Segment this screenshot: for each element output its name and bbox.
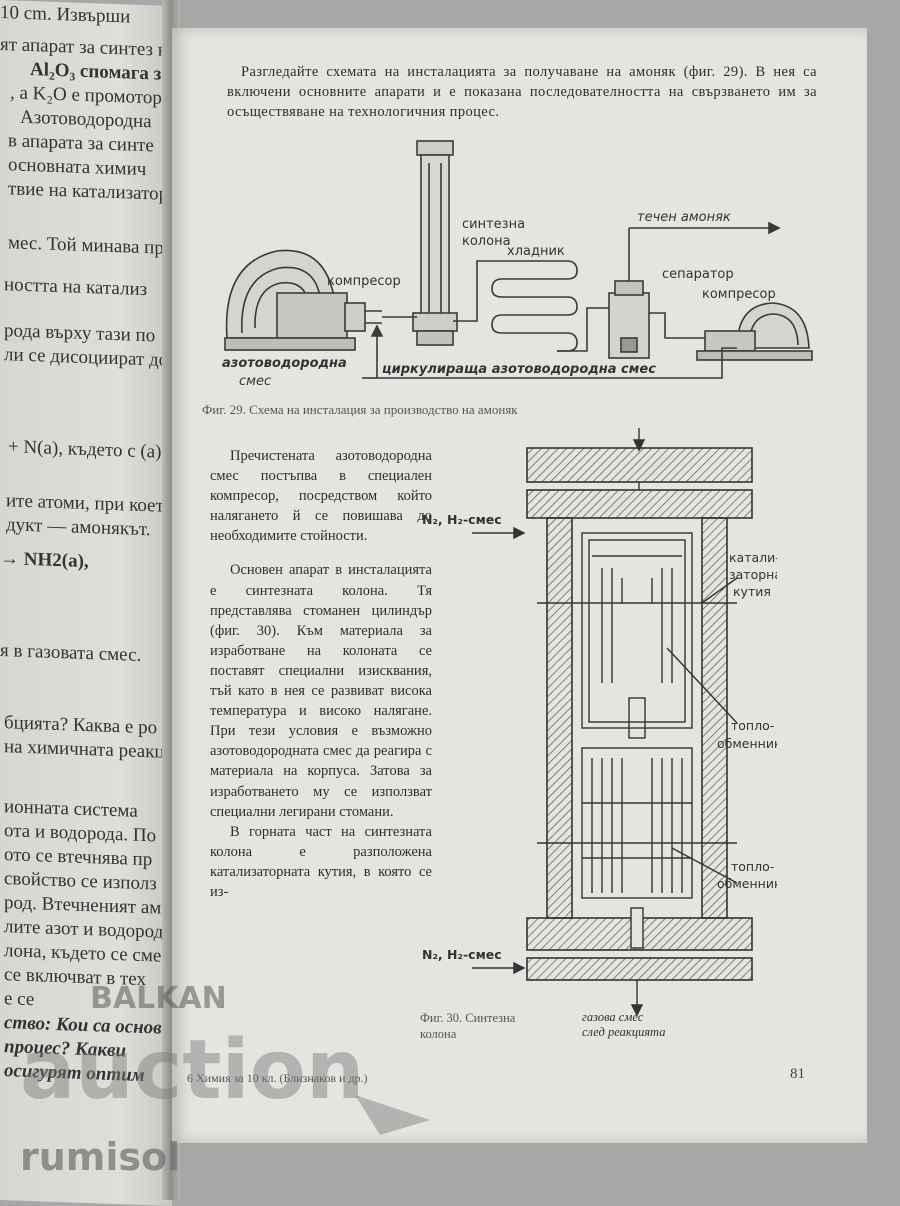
synthesis-column-drawing bbox=[412, 140, 458, 346]
left-text-line: ота и водорода. По bbox=[4, 820, 157, 847]
figure-30-synthesis-column: N₂, H₂-смес N₂, H₂-смес катали- заторна … bbox=[422, 428, 777, 1017]
left-text-line: 10 cm. Извърши bbox=[0, 2, 131, 28]
body-paragraph-3: В горната част на синтезната колона е ра… bbox=[210, 823, 432, 900]
left-text-line: ото се втечнява пр bbox=[4, 844, 153, 871]
left-text-line: процес? Какви bbox=[4, 1036, 127, 1062]
label-outlet-2: след реакцията bbox=[582, 1025, 666, 1039]
separator-drawing bbox=[608, 228, 650, 359]
left-text-line: ят апарат за синтез н bbox=[0, 34, 168, 61]
label-cooler: хладник bbox=[507, 244, 565, 259]
body-paragraph-1: Пречистената азотоводородна смес постъпв… bbox=[210, 448, 432, 545]
label-heat-exchanger-upper-2: обменник bbox=[717, 736, 777, 751]
left-text-line: осигурят оптим bbox=[4, 1060, 145, 1087]
left-text-line: , а K₂O е промотор bbox=[10, 82, 162, 109]
label-feed-mix: азотоводородна bbox=[222, 356, 347, 371]
left-text-line: ността на катализ bbox=[4, 274, 148, 301]
left-text-line: на химичната реакц bbox=[4, 736, 165, 763]
label-compressor-right: компресор bbox=[702, 287, 776, 302]
label-compressor-left: компресор bbox=[327, 274, 401, 289]
label-outlet: газова смес след реакцията bbox=[582, 1010, 665, 1040]
intro-paragraph: Разгледайте схемата на инсталацията за п… bbox=[227, 64, 817, 120]
left-text-line: свойство се използ bbox=[4, 868, 157, 895]
left-text-line: → NH2(a), bbox=[0, 548, 89, 573]
right-compressor-drawing bbox=[649, 302, 813, 361]
left-text-line: в апарата за синте bbox=[8, 130, 154, 157]
left-text-line: дукт — амонякът. bbox=[6, 514, 151, 541]
left-text-line: Al₂O₃ спомага за bbox=[30, 59, 171, 85]
left-text-line: Азотоводородна bbox=[20, 106, 152, 133]
left-text-line: я в газовата смес. bbox=[0, 640, 142, 666]
body-paragraph-2: Основен апарат в инсталацията е синтезна… bbox=[210, 562, 432, 820]
body-text-column: Пречистената азотоводородна смес постъпв… bbox=[210, 446, 432, 902]
left-text-line: мес. Той минава пре bbox=[8, 232, 172, 260]
cooler-coil-drawing bbox=[491, 260, 609, 352]
label-liquid-ammonia: течен амоняк bbox=[637, 210, 731, 225]
left-text-line: рода върху тази по bbox=[4, 320, 156, 347]
left-text-line: лите азот и водород bbox=[4, 916, 164, 943]
figure-30-caption: Фиг. 30. Синтезна колона bbox=[420, 1010, 530, 1042]
label-catalyst-box-3: кутия bbox=[733, 584, 771, 599]
left-text-line: род. Втечненият амо bbox=[4, 892, 171, 919]
left-text-line: твие на катализатор bbox=[8, 178, 169, 205]
left-text-line: е се bbox=[4, 988, 35, 1011]
left-text-line: лона, където се смес bbox=[4, 940, 171, 967]
label-feed-mix-2: смес bbox=[239, 374, 271, 389]
left-text-line: + N(a), където с (а) bbox=[8, 436, 162, 463]
left-text-line: бцията? Каква е ро bbox=[4, 712, 158, 739]
label-separator: сепаратор bbox=[662, 267, 734, 282]
label-inlet-bottom: N₂, H₂-смес bbox=[422, 947, 502, 962]
label-outlet-1: газова смес bbox=[582, 1010, 644, 1024]
left-text-line: ионната система bbox=[4, 796, 138, 822]
figure-30-caption-line-2: колона bbox=[420, 1027, 457, 1041]
left-text-line: ите атоми, при което bbox=[6, 490, 172, 518]
footer-note: 6 Химия за 10 кл. (Близнаков и др.) bbox=[187, 1071, 368, 1085]
label-heat-exchanger-upper: топло- bbox=[731, 718, 774, 733]
label-catalyst-box-2: заторна bbox=[729, 567, 777, 582]
label-circulating-mix: циркулираща азотоводородна смес bbox=[382, 362, 656, 377]
left-text-line: се включват в тех bbox=[4, 964, 146, 991]
label-synthesis-column-2: колона bbox=[462, 234, 511, 249]
label-inlet-top: N₂, H₂-смес bbox=[422, 512, 502, 527]
label-heat-exchanger-lower: топло- bbox=[731, 859, 774, 874]
left-text-line: ли се дисоциират до bbox=[4, 344, 169, 371]
left-facing-page: 10 cm. Извърши ят апарат за синтез н Al₂… bbox=[0, 0, 172, 1206]
left-compressor-drawing bbox=[224, 249, 382, 351]
left-text-line: основната химич bbox=[8, 154, 147, 181]
figure-29-caption: Фиг. 29. Схема на инсталация за производ… bbox=[202, 402, 518, 417]
figure-29-ammonia-plant-scheme: синтезна колона течен амоняк хладник сеп… bbox=[222, 140, 813, 389]
page-number: 81 bbox=[790, 1066, 805, 1082]
label-heat-exchanger-lower-2: обменник bbox=[717, 876, 777, 891]
figure-30-caption-line-1: Фиг. 30. Синтезна bbox=[420, 1011, 516, 1025]
label-synthesis-column: синтезна bbox=[462, 217, 525, 232]
right-page: Разгледайте схемата на инсталацията за п… bbox=[172, 28, 867, 1143]
label-catalyst-box: катали- bbox=[729, 550, 777, 565]
